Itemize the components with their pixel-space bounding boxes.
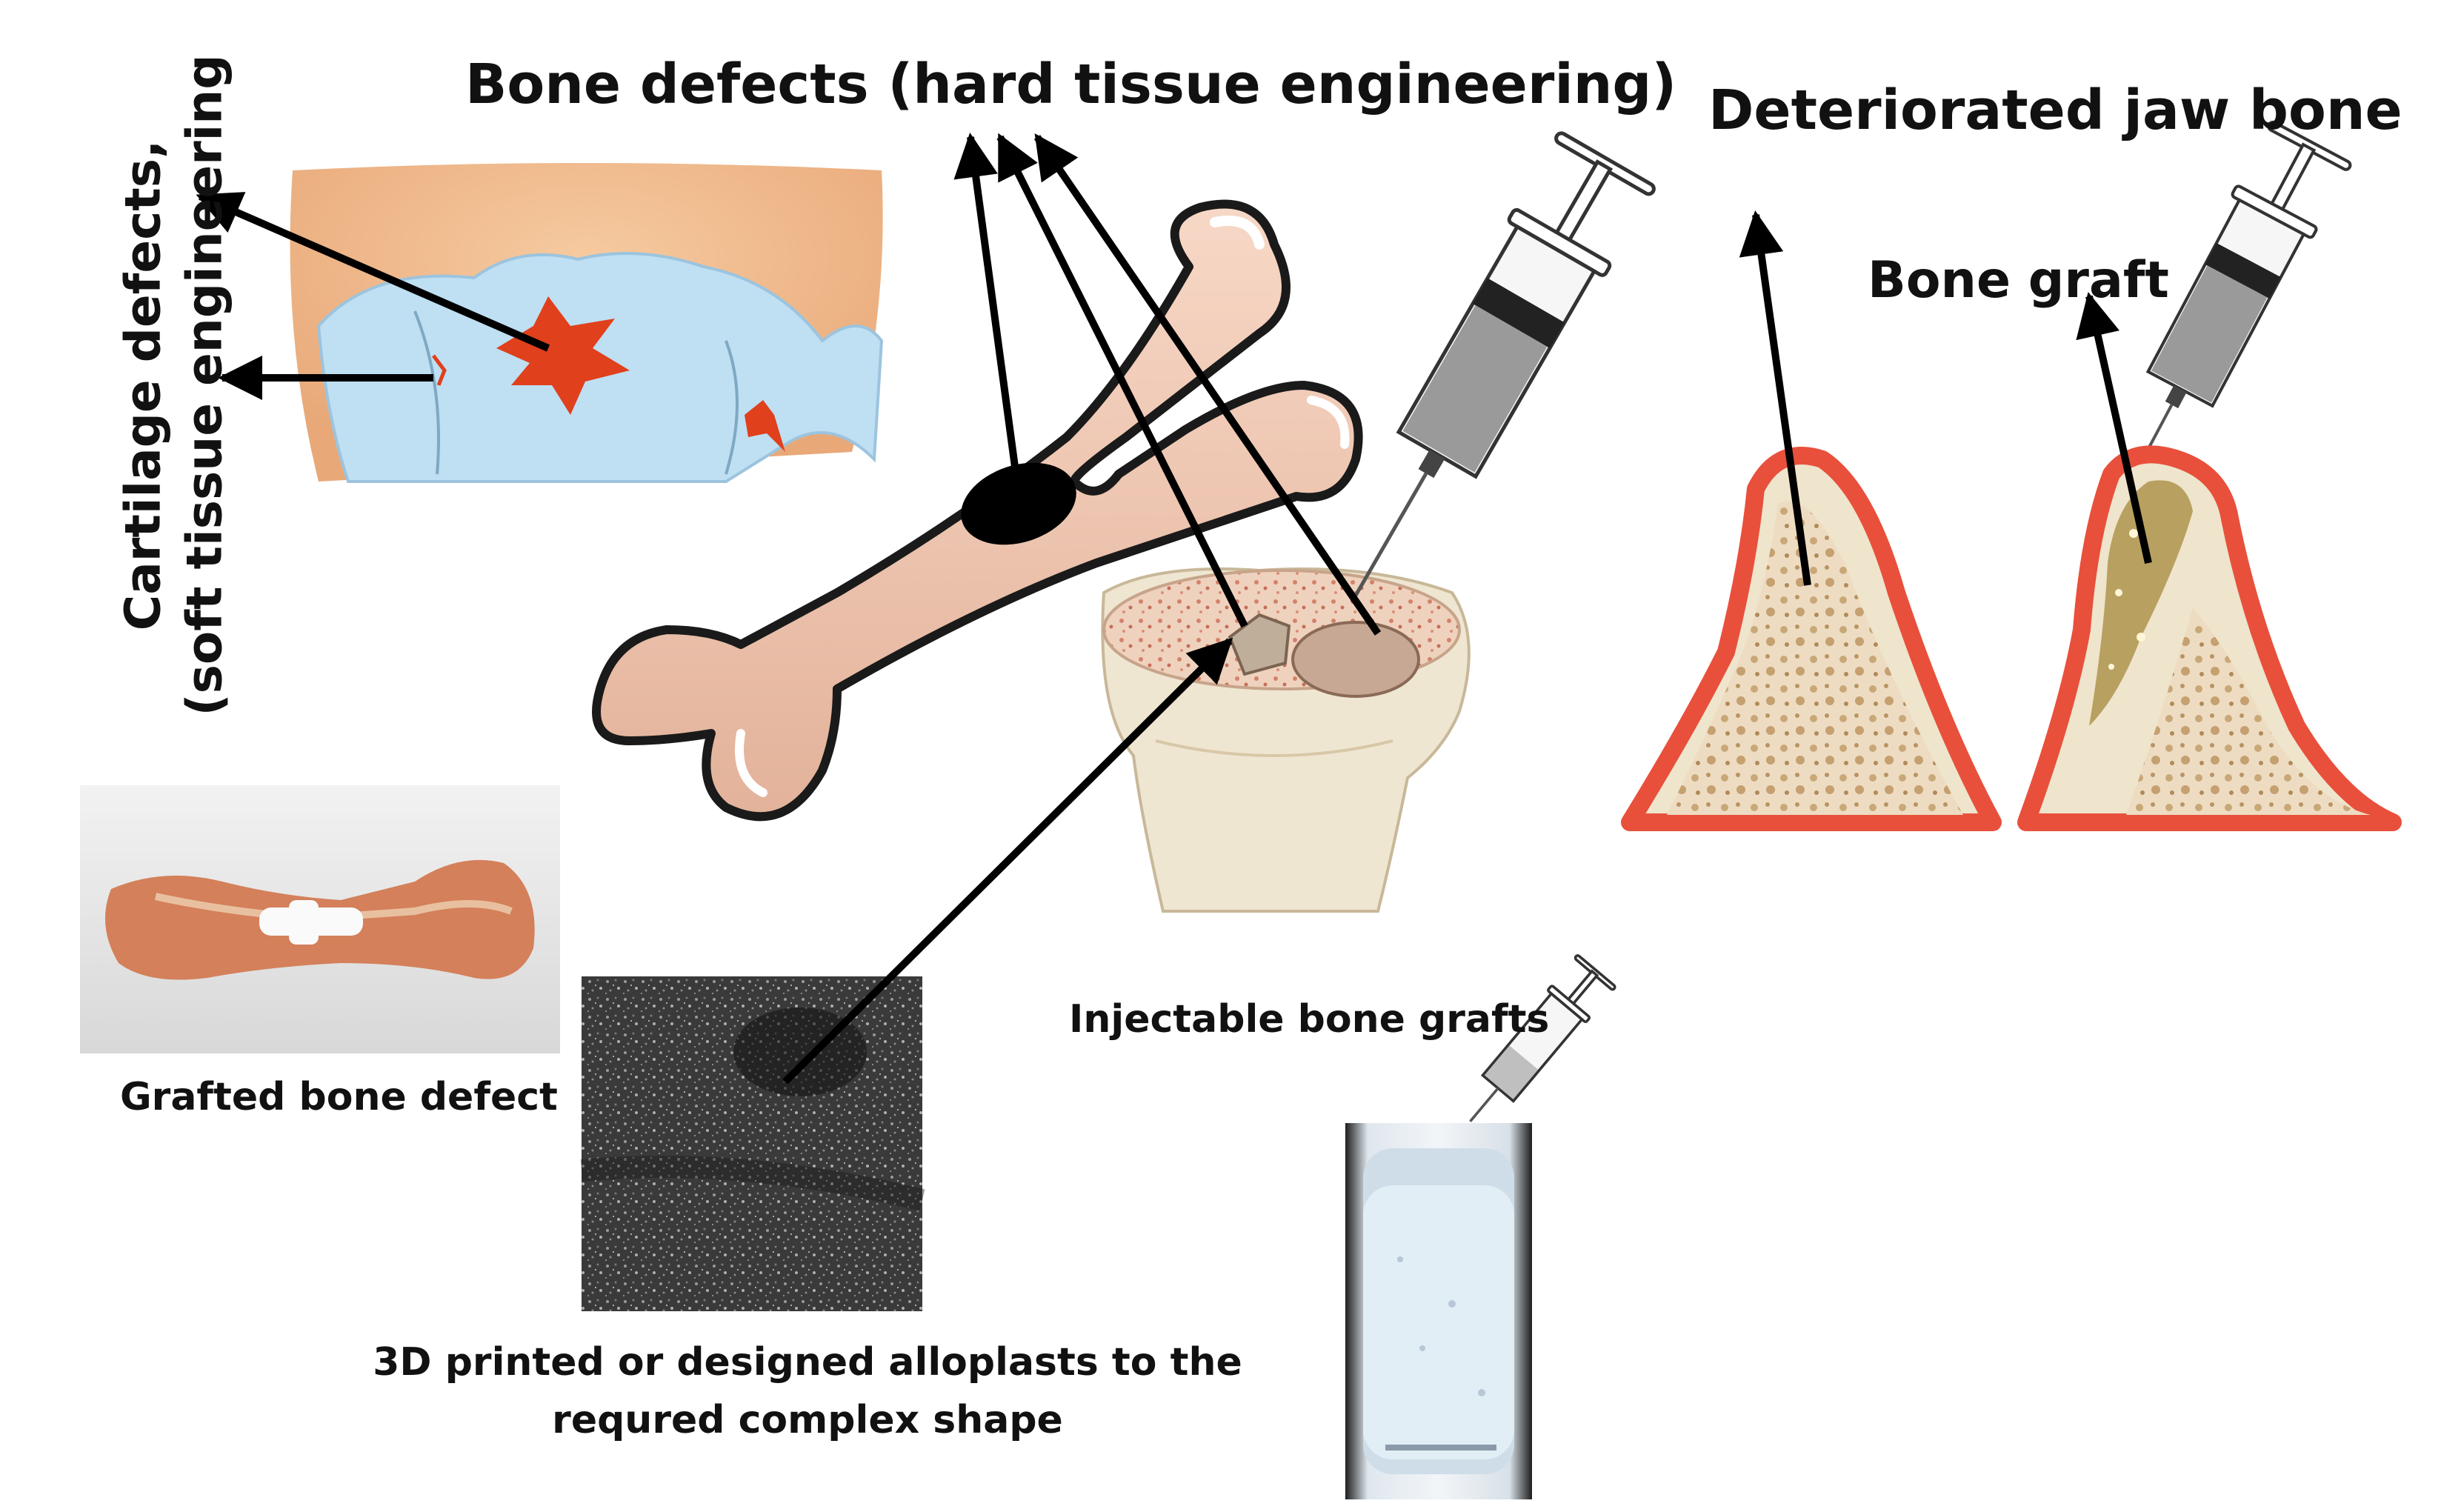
- grafted-bone-photo: [80, 785, 560, 1053]
- label-injectable-bone-grafts: Injectable bone grafts: [1069, 997, 1550, 1042]
- arrow: [196, 192, 550, 352]
- scaffold-micrograph: [580, 976, 925, 1311]
- knee-cartilage-illustration: [290, 163, 884, 483]
- label-3d-line-1: 3D printed or designed alloplasts to the: [373, 1340, 1242, 1385]
- arrow: [953, 133, 1019, 467]
- arrow: [2076, 292, 2152, 564]
- bone-defect-hole: [961, 462, 1076, 545]
- label-3d-printed-alloplasts: 3D printed or designed alloplasts to the…: [356, 1333, 1259, 1449]
- arrow: [1739, 210, 1811, 586]
- syringe-icon: [1469, 954, 1616, 1122]
- label-bone-graft: Bone graft: [1868, 251, 2169, 310]
- syringe-icon: [2113, 120, 2352, 513]
- label-bone-defects: Bone defects (hard tissue engineering): [465, 53, 1677, 116]
- label-cartilage-defects: Cartilage defects, (soft tissue engineer…: [113, 54, 236, 716]
- knee-joint-bone-illustration: [1101, 567, 1471, 913]
- arrows: [196, 133, 2152, 1085]
- cartilage-defect-spot: [496, 296, 630, 415]
- jaw-bone-grafted-illustration: [2017, 445, 2402, 831]
- label-deteriorated-jaw-bone: Deteriorated jaw bone: [1708, 79, 2402, 142]
- arrow: [782, 637, 1233, 1085]
- label-cartilage-line-1: Cartilage defects,: [114, 139, 172, 631]
- jaw-bone-illustration: [1621, 447, 2002, 831]
- label-grafted-bone-defect: Grafted bone defect: [120, 1075, 558, 1119]
- test-tube-photo: [1345, 1123, 1532, 1499]
- label-3d-line-2: requred complex shape: [552, 1398, 1063, 1442]
- arrow: [1033, 133, 1382, 636]
- syringe-icon: [1350, 131, 1656, 603]
- arrow: [996, 133, 1248, 628]
- femur-bone-illustration: [592, 199, 1363, 822]
- label-cartilage-line-2: (soft tissue engineering: [176, 54, 233, 716]
